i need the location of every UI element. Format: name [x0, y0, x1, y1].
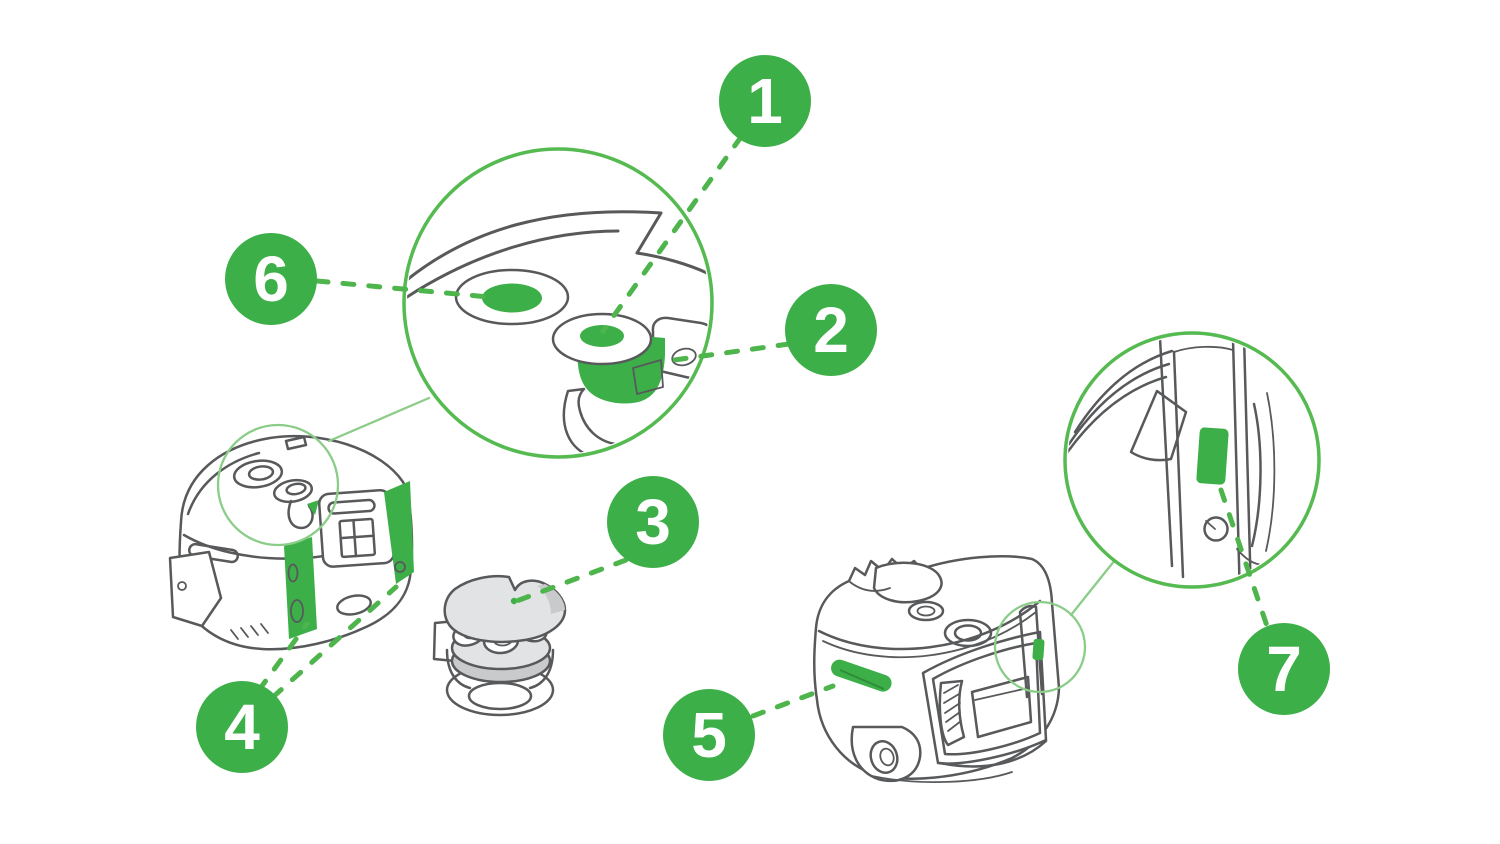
callout-badge-3: 3 [607, 476, 699, 568]
callout-badge-7: 7 [1238, 623, 1330, 715]
leader-line-3 [511, 557, 629, 605]
callout-number-6: 6 [253, 243, 289, 315]
callout-badge-2: 2 [785, 284, 877, 376]
leader-3-endpoint-dot [510, 597, 518, 605]
left-robot-top-ring [232, 459, 284, 489]
left-robot-illustration [168, 423, 414, 651]
leader-line-7 [1218, 487, 1270, 629]
right-magnifier-view [1063, 331, 1321, 589]
leader-line-6 [314, 278, 492, 300]
callout-number-2: 2 [813, 294, 849, 366]
callout-number-1: 1 [747, 65, 783, 137]
right-robot-roller [938, 679, 966, 747]
left-robot-green-wedge [307, 500, 319, 515]
left-zoom-source-circle [216, 423, 340, 547]
right-robot-green-latch [1032, 638, 1045, 661]
left-robot-spool-boss [272, 478, 314, 504]
right-robot-illustration [813, 555, 1087, 783]
leader-line-4b [270, 584, 399, 700]
left-robot-green-strip-front [284, 537, 317, 639]
callout-number-4: 4 [224, 691, 260, 763]
callout-badge-1: 1 [719, 55, 811, 147]
right-magnifier-circle [1063, 331, 1321, 589]
left-robot-side-panel [317, 488, 396, 568]
callout-badge-6: 6 [225, 233, 317, 325]
callout-badge-5: 5 [663, 689, 755, 781]
left-magnifier-connector-line [327, 396, 431, 443]
right-robot-green-slot [831, 659, 892, 692]
left-magnifier-view [402, 147, 714, 459]
part-3-assembly [432, 574, 567, 717]
callout-number-7: 7 [1266, 633, 1302, 705]
right-magnifier-connector-line [1069, 558, 1117, 617]
left-robot-green-strip-side [384, 481, 414, 584]
part-3-top-disc [443, 574, 567, 644]
left-robot-side-flap [168, 550, 223, 628]
leader-line-2 [664, 341, 792, 364]
detail-green-button-6 [482, 283, 542, 313]
callout-number-5: 5 [691, 699, 727, 771]
detail-green-latch-7 [1196, 427, 1229, 485]
callout-badge-4: 4 [196, 681, 288, 773]
detail-green-button-1 [580, 325, 624, 347]
callout-number-3: 3 [635, 486, 671, 558]
right-zoom-source-circle [993, 600, 1087, 694]
